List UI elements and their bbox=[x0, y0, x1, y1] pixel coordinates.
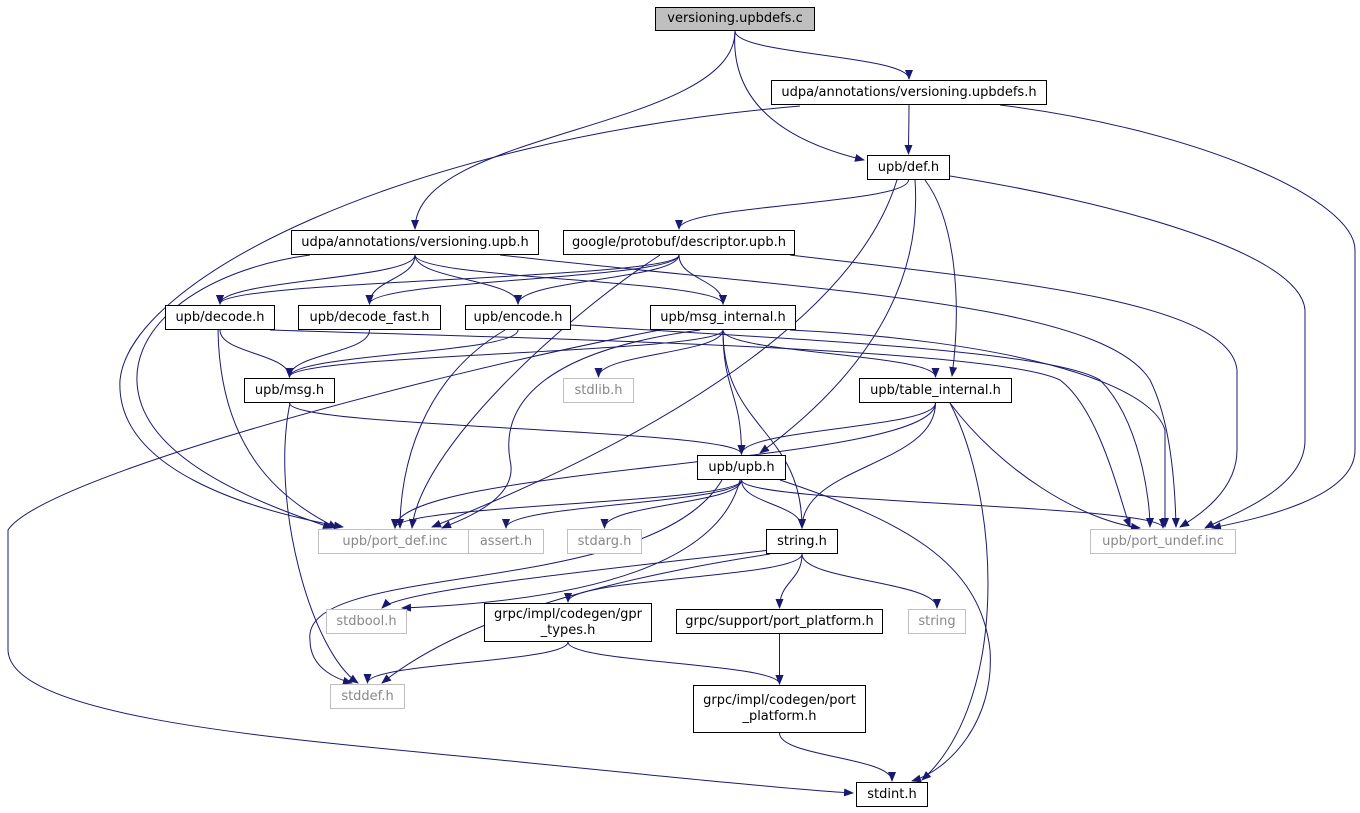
edge-descriptor-to-encode bbox=[514, 254, 680, 305]
edge-c-to-def_h bbox=[734, 30, 865, 162]
edge-table_internal-to-upb bbox=[737, 402, 936, 455]
edge-upb-to-string_h bbox=[741, 479, 806, 529]
edge-decode_fast-to-msg bbox=[285, 329, 370, 378]
node-stdint[interactable]: stdint.h bbox=[856, 782, 928, 807]
edge-string_h-to-support_pp bbox=[775, 553, 803, 609]
edge-string_h-to-stdbool bbox=[381, 549, 771, 609]
edge-msg_internal-to-upb bbox=[722, 329, 746, 455]
edge-upb-to-stdarg bbox=[600, 479, 742, 529]
edge-upb-to-stdbool bbox=[401, 479, 741, 612]
node-stdarg: stdarg.h bbox=[567, 529, 642, 554]
node-string: string bbox=[908, 609, 966, 634]
edge-gpr_types-to-impl_pp bbox=[567, 641, 784, 685]
edge-upb-to-port_def bbox=[391, 479, 742, 529]
edge-table_internal-to-port_def bbox=[391, 402, 936, 529]
edge-upb-to-stdint bbox=[779, 479, 991, 783]
edge-upb_h_v-to-port_undef bbox=[499, 254, 1180, 528]
edge-msg_internal-to-stdint bbox=[7, 329, 854, 797]
edge-descriptor-to-msg_internal bbox=[678, 254, 727, 305]
edge-string_h-to-string bbox=[801, 553, 941, 609]
node-upbdefs-h[interactable]: udpa/annotations/versioning.upbdefs.h bbox=[771, 80, 1047, 105]
node-def-h[interactable]: upb/def.h bbox=[867, 155, 950, 180]
edge-table_internal-to-string_h bbox=[798, 402, 936, 529]
node-assert: assert.h bbox=[468, 529, 544, 554]
edge-impl_pp-to-stdint bbox=[779, 732, 896, 782]
node-stdbool: stdbool.h bbox=[326, 609, 407, 634]
edge-def_h-to-port_undef bbox=[949, 175, 1306, 529]
node-upb-h-v[interactable]: udpa/annotations/versioning.upb.h bbox=[291, 230, 539, 255]
edge-msg-to-stddef bbox=[284, 402, 359, 684]
node-c: versioning.upbdefs.c bbox=[655, 7, 815, 31]
edge-gpr_types-to-stddef bbox=[363, 641, 569, 684]
edge-c-to-upbdefs_h bbox=[734, 30, 913, 80]
edge-string_h-to-gpr_types bbox=[564, 553, 803, 603]
node-descriptor[interactable]: google/protobuf/descriptor.upb.h bbox=[563, 230, 795, 255]
edge-msg_internal-to-table_internal bbox=[722, 329, 940, 378]
edge-decode-to-msg bbox=[219, 329, 294, 378]
node-port-undef: upb/port_undef.inc bbox=[1090, 529, 1236, 554]
edge-msg_internal-to-port_def bbox=[441, 329, 701, 529]
node-impl-pp[interactable]: grpc/impl/codegen/port _platform.h bbox=[693, 685, 866, 733]
edge-decode-to-port_def bbox=[217, 329, 338, 529]
node-table-internal[interactable]: upb/table_internal.h bbox=[859, 378, 1012, 403]
node-upb[interactable]: upb/upb.h bbox=[697, 455, 786, 480]
edge-upb-to-assert bbox=[502, 479, 742, 529]
edge-descriptor-to-port_def bbox=[408, 254, 661, 529]
edge-upbdefs_h-to-port_undef bbox=[999, 104, 1356, 531]
edge-upbdefs_h-to-port_def bbox=[119, 105, 801, 530]
node-string-h[interactable]: string.h bbox=[766, 529, 838, 554]
edge-upbdefs_h-to-def_h bbox=[904, 104, 913, 155]
node-msg-internal[interactable]: upb/msg_internal.h bbox=[650, 305, 796, 330]
edge-upb_h_v-to-port_def bbox=[136, 254, 333, 529]
node-gpr-types[interactable]: grpc/impl/codegen/gpr _types.h bbox=[484, 603, 652, 642]
edge-encode-to-msg bbox=[285, 329, 519, 378]
node-msg[interactable]: upb/msg.h bbox=[244, 378, 335, 403]
edge-c-to-upb_h_v bbox=[411, 30, 736, 230]
node-support-pp[interactable]: grpc/support/port_platform.h bbox=[676, 609, 883, 634]
edge-descriptor-to-decode bbox=[216, 254, 680, 305]
edge-descriptor-to-port_undef bbox=[789, 254, 1238, 528]
edge-upb_h_v-to-decode bbox=[216, 254, 416, 305]
node-decode[interactable]: upb/decode.h bbox=[165, 305, 275, 330]
node-stddef: stddef.h bbox=[330, 684, 405, 709]
edge-msg_internal-to-port_undef bbox=[789, 329, 1169, 528]
edge-upb_h_v-to-msg_internal bbox=[414, 254, 727, 305]
edge-def_h-to-descriptor bbox=[675, 179, 909, 230]
edge-msg_internal-to-msg bbox=[285, 329, 724, 378]
node-decode-fast[interactable]: upb/decode_fast.h bbox=[298, 305, 441, 330]
edge-def_h-to-table_internal bbox=[924, 179, 958, 377]
edge-encode-to-port_def bbox=[396, 329, 506, 529]
edge-def_h-to-upb bbox=[759, 179, 917, 454]
edge-upb-to-stddef bbox=[309, 479, 723, 685]
edge-table_internal-to-port_undef bbox=[949, 402, 1141, 531]
edge-descriptor-to-decode_fast bbox=[365, 254, 680, 305]
node-stdlib: stdlib.h bbox=[563, 378, 634, 403]
node-port-def: upb/port_def.inc bbox=[318, 529, 472, 554]
edge-msg-to-upb bbox=[289, 402, 746, 455]
edge-msg_internal-to-stdlib bbox=[594, 329, 724, 378]
edge-upb_h_v-to-encode bbox=[414, 254, 522, 305]
edge-table_internal-to-stdint bbox=[921, 402, 989, 781]
edge-msg_internal-to-string_h bbox=[722, 329, 806, 529]
edge-upb-to-port_undef bbox=[741, 479, 1167, 529]
node-encode[interactable]: upb/encode.h bbox=[465, 305, 571, 330]
